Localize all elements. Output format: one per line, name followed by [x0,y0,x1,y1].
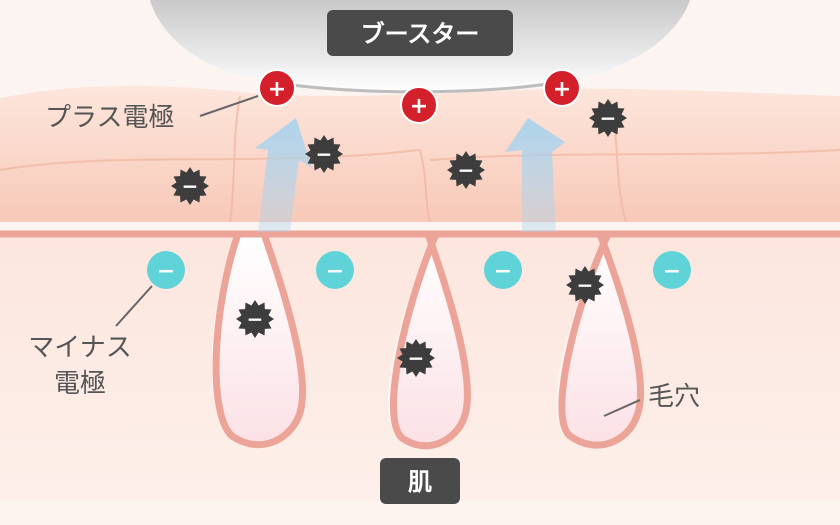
svg-text:−: − [494,259,512,284]
dirt-particle: − [566,266,604,304]
svg-text:−: − [316,142,333,166]
svg-text:+: + [553,77,571,102]
lower-skin-layer [0,232,840,525]
pore-label: 毛穴 [648,382,700,412]
leader-lines [115,95,641,417]
pore-1 [212,230,306,449]
minus-ion-3: − [484,251,522,289]
dirt-particle: − [589,99,627,137]
device-label: ブースター [361,20,480,48]
ion-flow-arrow-right [505,118,565,232]
svg-text:−: − [458,158,475,182]
minus-ion-2: − [316,251,354,289]
device-label-tag [327,10,513,56]
dirt-particles: − − − − − − − [171,99,627,377]
minus-ion-4: − [653,251,691,289]
pore-leader [603,399,641,417]
pore-3 [558,230,644,449]
svg-text:−: − [326,259,344,284]
plus-electrode-leader [199,95,259,117]
svg-text:+: + [268,77,286,102]
svg-text:+: + [410,94,428,119]
dirt-particle: − [305,135,343,173]
dirt-particle: − [236,300,274,338]
plus-ion-2: + [400,86,438,124]
minus-electrode-label-line1: マイナス [28,333,131,363]
dirt-particle: − [171,167,209,205]
minus-electrode-leader [115,285,153,327]
pore-2 [389,230,471,450]
plus-electrode-label: プラス電極 [45,103,174,133]
svg-text:−: − [408,346,425,370]
skin-label: 肌 [408,468,432,496]
svg-text:−: − [182,174,199,198]
minus-ion-1: − [147,251,185,289]
svg-text:−: − [247,307,264,331]
plus-ion-1: + [258,69,296,107]
skin-label-tag [380,458,460,504]
booster-device: ブースター [150,0,690,94]
minus-electrode-label-line2: 電極 [54,369,106,399]
svg-text:−: − [577,273,594,297]
svg-text:−: − [600,106,617,130]
ion-flow-arrow-left [255,118,312,232]
dirt-particle: − [397,339,435,377]
dirt-particle: − [447,151,485,189]
svg-text:−: − [157,259,175,284]
plus-ion-3: + [543,69,581,107]
svg-text:−: − [663,259,681,284]
